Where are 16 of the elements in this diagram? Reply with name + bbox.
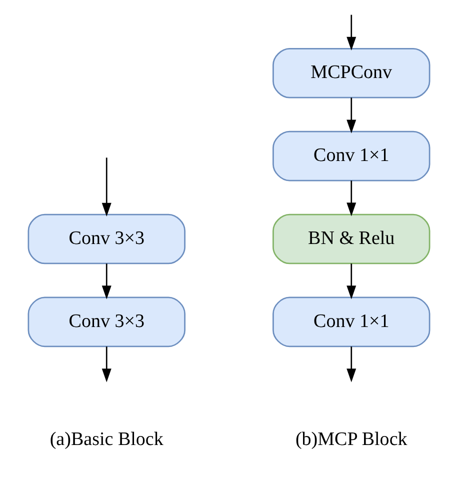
label: (b)MCP Block bbox=[295, 428, 408, 450]
arrow bbox=[346, 346, 356, 382]
arrow bbox=[102, 346, 112, 382]
arrow bbox=[102, 264, 112, 300]
node-box: Conv 1×1 bbox=[272, 130, 430, 182]
node-box: MCPConv bbox=[272, 48, 430, 98]
node-box: Conv 3×3 bbox=[28, 214, 186, 264]
arrow bbox=[102, 158, 112, 216]
label: (a)Basic Block bbox=[50, 428, 164, 450]
node-box: Conv 1×1 bbox=[272, 296, 430, 348]
arrow bbox=[346, 98, 356, 134]
arrow bbox=[346, 14, 356, 50]
node-box: BN & Relu bbox=[272, 214, 430, 264]
arrow bbox=[346, 264, 356, 300]
node-box: Conv 3×3 bbox=[28, 296, 186, 348]
arrow bbox=[346, 180, 356, 216]
